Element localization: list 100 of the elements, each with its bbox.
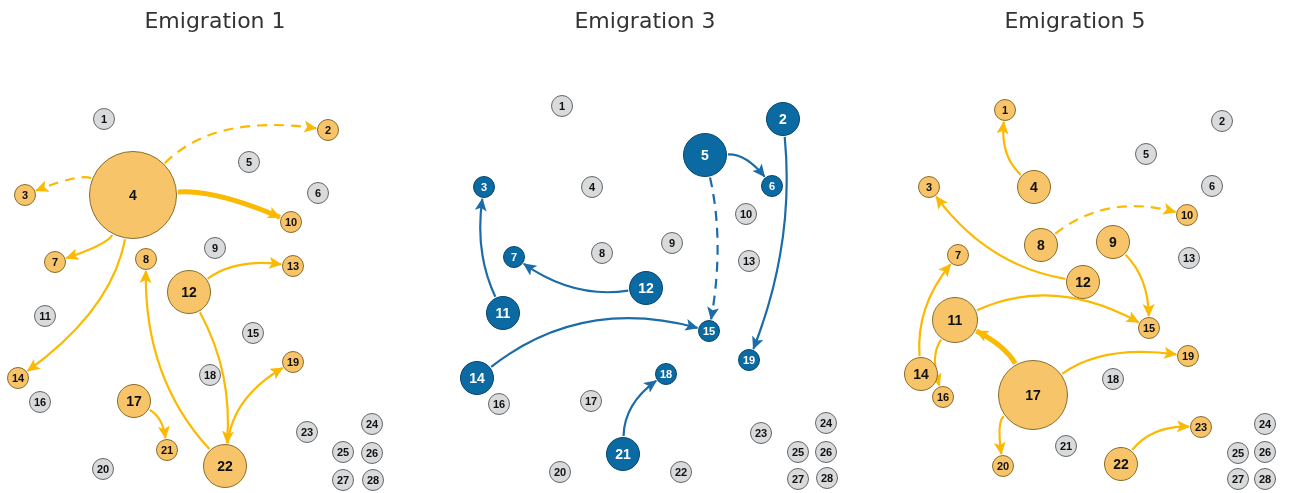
numbered-circle: 7 [947,244,969,266]
numbered-circle: 17 [117,384,151,418]
numbered-circle: 3 [14,184,36,206]
numbered-circle: 5 [1135,143,1157,165]
arrow [935,195,1066,280]
numbered-circle: 20 [549,461,571,483]
numbered-circle: 20 [92,458,114,480]
arrow [752,136,788,350]
numbered-circle: 21 [156,439,178,461]
numbered-circle: 22 [670,461,692,483]
numbered-circle: 1 [93,108,115,130]
numbered-circle: 11 [34,305,56,327]
numbered-circle: 21 [606,437,640,471]
numbered-circle: 9 [204,237,226,259]
numbered-circle: 10 [280,211,302,233]
numbered-circle: 12 [1066,265,1100,299]
panel-title: Emigration 5 [1004,8,1146,33]
arrow [35,176,92,192]
numbered-circle: 19 [282,351,304,373]
numbered-circle: 9 [661,232,683,254]
numbered-circle: 16 [932,386,954,408]
numbered-circle: 21 [1055,435,1077,457]
numbered-circle: 7 [44,251,66,273]
arrow [65,234,114,260]
numbered-circle: 5 [683,133,727,177]
numbered-circle: 15 [1138,317,1160,339]
numbered-circle: 16 [488,393,510,415]
arrow [139,270,211,450]
arrow [490,317,699,368]
numbered-circle: 27 [1227,468,1249,490]
arrow [1054,203,1177,235]
numbered-circle: 17 [580,390,602,412]
numbered-circle: 11 [486,296,520,330]
numbered-circle: 9 [1096,225,1130,259]
arrow [976,294,1140,324]
numbered-circle: 28 [362,469,384,491]
arrow [1131,420,1190,451]
arrow [993,415,1006,456]
numbered-circle: 5 [238,151,260,173]
numbered-circle: 10 [735,203,757,225]
numbered-circle: 4 [1017,170,1051,204]
numbered-circle: 20 [992,455,1014,477]
numbered-circle: 23 [1190,416,1212,438]
numbered-circle: 28 [816,467,838,489]
arrow [523,262,629,294]
numbered-circle: 13 [282,255,304,277]
panel-title: Emigration 1 [144,8,286,33]
numbered-circle: 8 [1024,228,1058,262]
numbered-circle: 25 [332,441,354,463]
numbered-circle: 27 [787,468,809,490]
numbered-circle: 12 [167,270,211,314]
numbered-circle: 23 [296,421,318,443]
arrow [1061,347,1178,375]
numbered-circle: 22 [203,444,247,488]
numbered-circle: 10 [1176,204,1198,226]
numbered-circle: 14 [7,367,29,389]
numbered-circle: 1 [994,99,1016,121]
numbered-circle: 25 [787,441,809,463]
numbered-circle: 8 [135,248,157,270]
numbered-circle: 2 [1211,110,1233,132]
numbered-circle: 3 [918,176,940,198]
numbered-circle: 25 [1227,442,1249,464]
numbered-circle: 4 [89,151,177,239]
numbered-circle: 2 [317,119,339,141]
numbered-circle: 15 [698,320,720,342]
arrow [177,189,281,220]
numbered-circle: 26 [815,441,837,463]
numbered-circle: 18 [1102,368,1124,390]
numbered-circle: 8 [591,242,613,264]
arrow [996,120,1022,176]
numbered-circle: 22 [1104,447,1138,481]
numbered-circle: 14 [460,361,494,395]
numbered-circle: 6 [761,175,783,197]
panel-title: Emigration 3 [574,8,716,33]
numbered-circle: 26 [1254,441,1276,463]
numbered-circle: 17 [998,360,1068,430]
numbered-circle: 4 [581,176,603,198]
numbered-circle: 7 [503,246,525,268]
numbered-circle: 19 [1177,345,1199,367]
numbered-circle: 27 [332,469,354,491]
numbered-circle: 12 [629,271,663,305]
numbered-circle: 18 [199,364,221,386]
numbered-circle: 14 [904,357,938,391]
numbered-circle: 28 [1254,468,1276,490]
numbered-circle: 24 [1254,413,1276,435]
numbered-circle: 2 [766,102,800,136]
arrow [198,311,234,445]
arrow [622,380,657,437]
arrow [1124,254,1155,317]
numbered-circle: 15 [242,322,264,344]
numbered-circle: 26 [361,442,383,464]
arrow [149,408,170,440]
numbered-circle: 19 [738,349,760,371]
numbered-circle: 11 [932,297,978,343]
arrow [707,177,719,321]
numbered-circle: 24 [815,412,837,434]
numbered-circle: 1 [551,95,573,117]
arrow [727,153,766,178]
numbered-circle: 6 [307,182,329,204]
numbered-circle: 23 [750,422,772,444]
